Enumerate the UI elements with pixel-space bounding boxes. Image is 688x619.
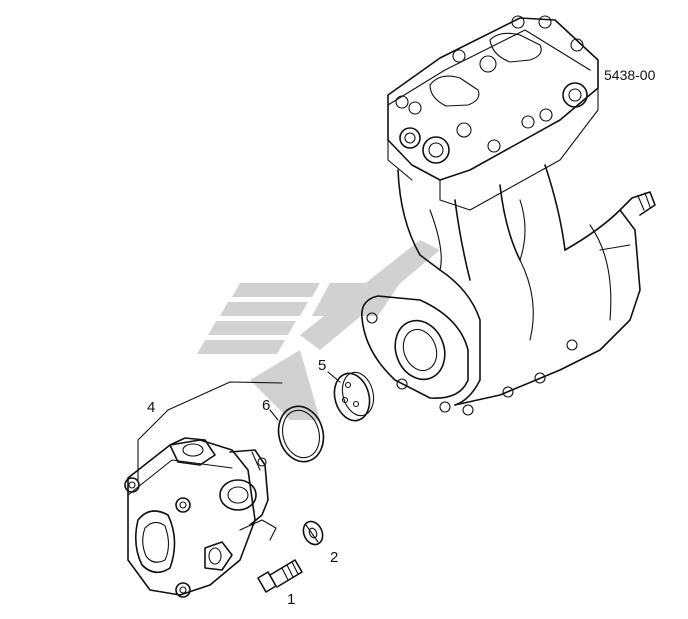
callout-label-2: 2	[330, 549, 338, 566]
callout-label-5: 5	[318, 357, 326, 374]
callout-label-4: 4	[147, 399, 155, 416]
air-compressor	[361, 15, 656, 416]
reference-code: 5438-00	[604, 67, 656, 83]
washer-part-2	[302, 520, 324, 546]
callout-label-1: 1	[287, 591, 295, 608]
o-ring-part-6	[277, 405, 325, 463]
pump-assembly	[124, 437, 277, 598]
bolt-part-1	[257, 559, 303, 593]
drive-coupling-part-5	[333, 371, 375, 422]
leader-lines	[137, 371, 341, 481]
watermark-logo	[197, 240, 440, 420]
callout-label-6: 6	[262, 397, 270, 414]
